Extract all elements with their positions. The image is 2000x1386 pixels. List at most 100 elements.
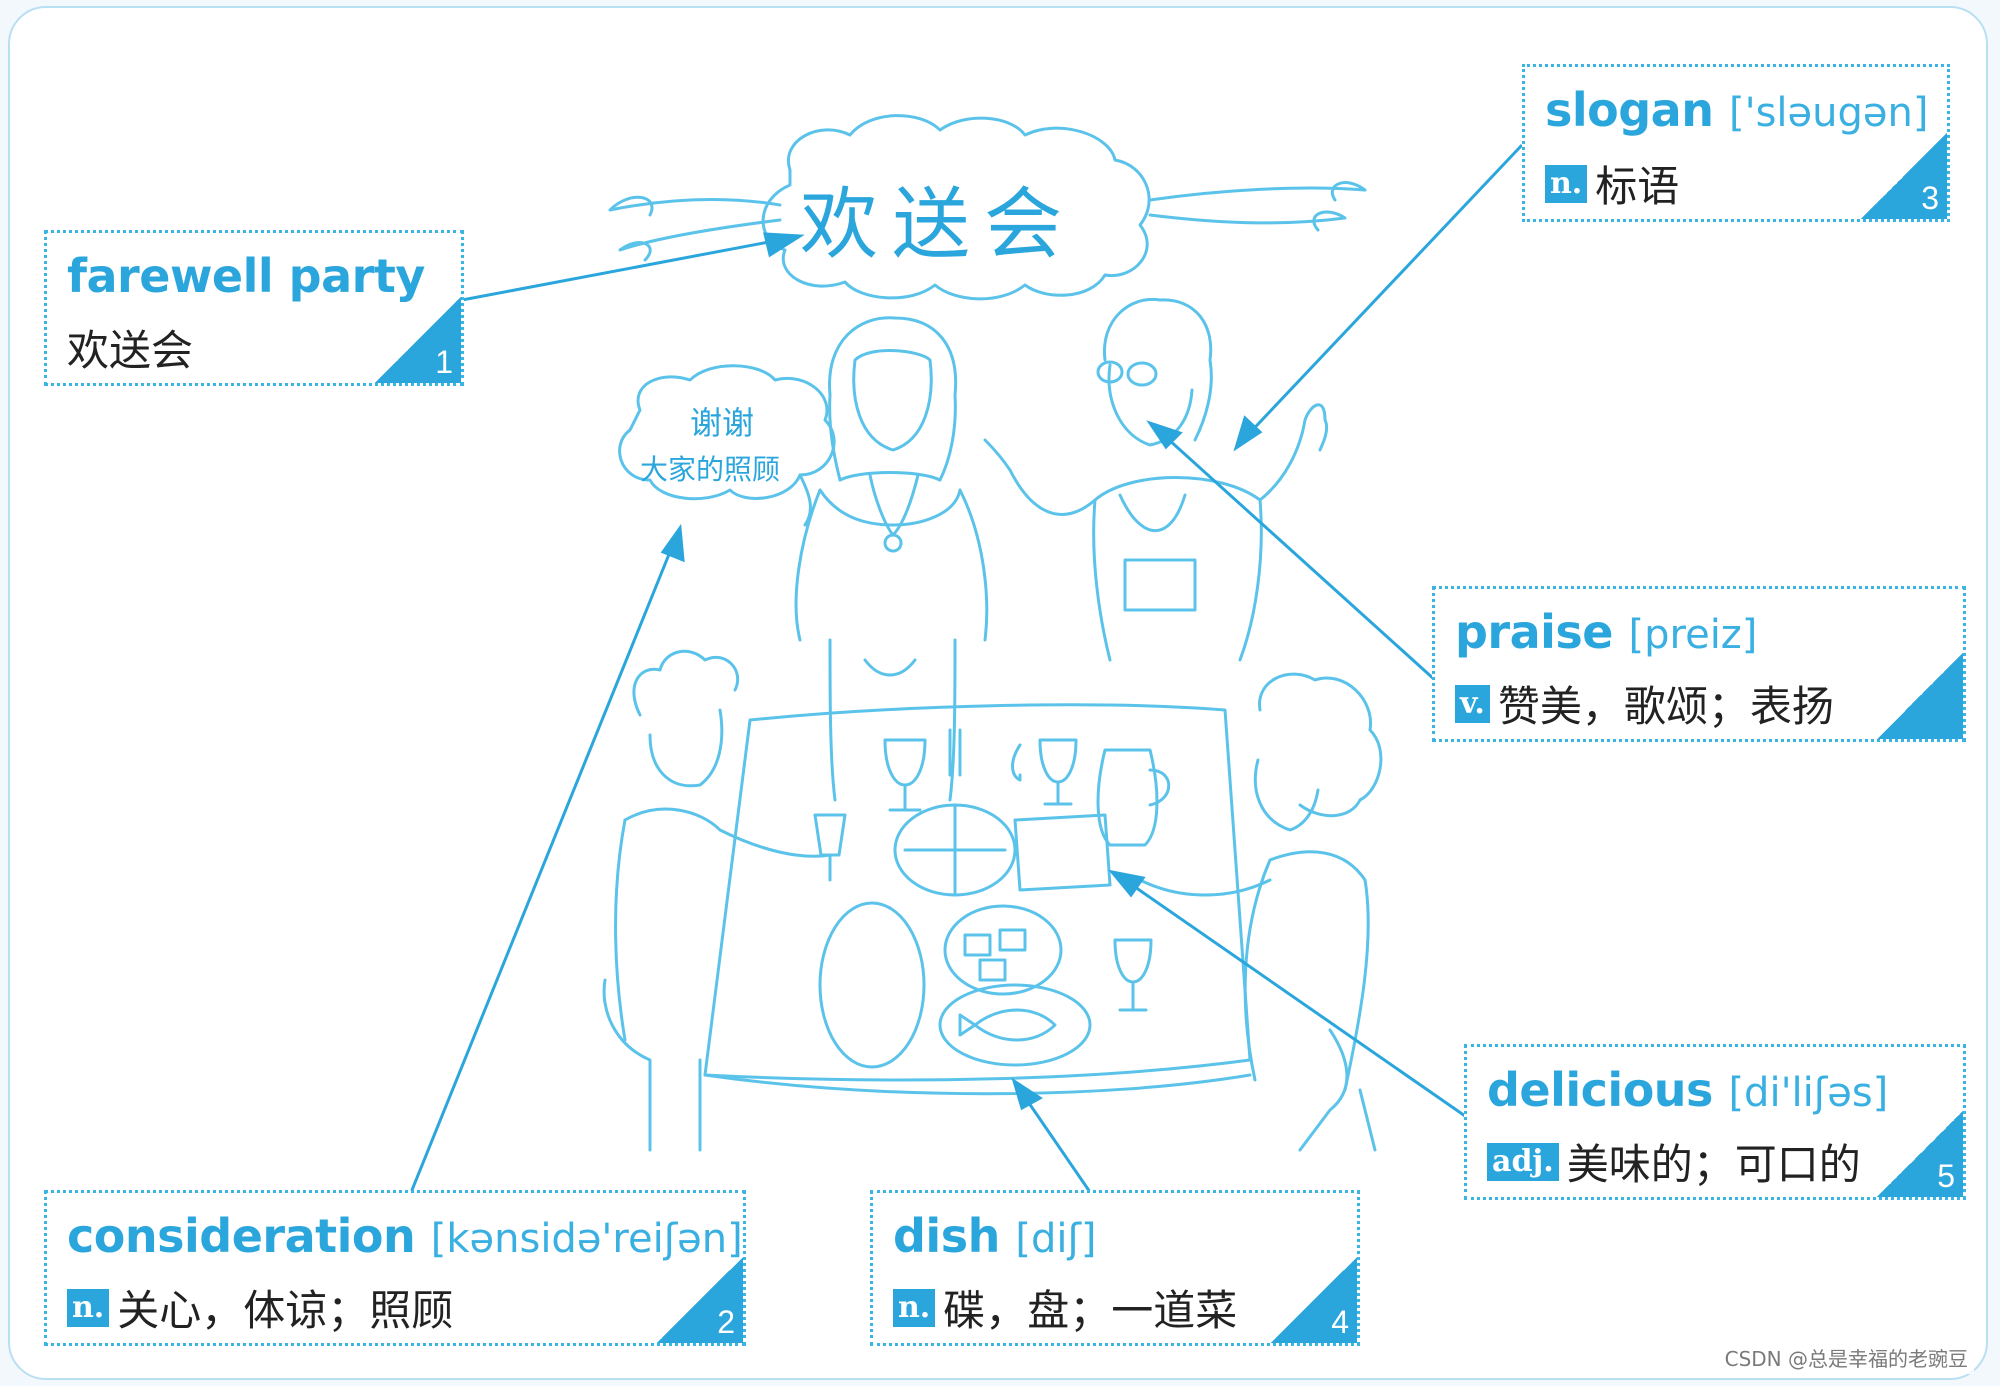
card-number-5: 5 — [1937, 1158, 1955, 1194]
left-man-hair — [632, 649, 740, 717]
dish-word-text: dish — [893, 1209, 1000, 1263]
banner-swirl-left — [608, 195, 782, 262]
card-farewell-party: farewell party 欢送会 1 — [44, 230, 464, 386]
pointer-slogan — [1241, 143, 1524, 442]
card-consideration: consideration [kənsidə'reiʃən] n. 关心，体谅；… — [44, 1190, 746, 1346]
definition-consideration: n. 关心，体谅；照顾 — [67, 1277, 453, 1338]
pointer-dish-arrow — [1011, 1077, 1043, 1111]
card-number-1: 1 — [435, 344, 453, 380]
pointer-praise-arrow — [1146, 420, 1183, 450]
corner-triangle — [1877, 653, 1963, 739]
pos-badge-slogan: n. — [1545, 164, 1588, 203]
pointer-delicious — [1121, 876, 1469, 1120]
spoon-fork — [948, 728, 1022, 782]
glasses-man-arm-left — [983, 438, 1097, 516]
pointer-praise — [1156, 428, 1437, 682]
meaning-farewell-party: 欢送会 — [67, 326, 194, 375]
phonetic-praise: [preiz] — [1628, 612, 1758, 658]
plate-pizza — [893, 803, 1017, 897]
meaning-praise: 赞美，歌颂；表扬 — [1497, 682, 1834, 731]
woman-hair — [828, 316, 958, 482]
meaning-dish: 碟，盘；一道菜 — [943, 1286, 1238, 1335]
left-man-glass — [813, 813, 847, 882]
left-man-face — [648, 708, 724, 788]
praise-word-text: praise — [1455, 605, 1614, 659]
card-slogan: slogan ['sləugən] n. 标语 3 — [1522, 64, 1950, 222]
card-delicious: delicious [di'liʃəs] adj. 美味的；可口的 5 — [1464, 1044, 1966, 1200]
meaning-consideration: 关心，体谅；照顾 — [117, 1286, 454, 1335]
plate-square — [1013, 813, 1112, 892]
plate-cubes — [943, 904, 1063, 996]
phonetic-slogan: ['sləugən] — [1728, 90, 1929, 136]
word-delicious: delicious [di'liʃəs] — [1487, 1063, 1888, 1117]
meaning-delicious: 美味的；可口的 — [1566, 1140, 1861, 1189]
banner-swirl-right — [1148, 181, 1367, 232]
glasses-man-arm-right — [1258, 403, 1329, 502]
word-slogan: slogan ['sləugən] — [1545, 83, 1928, 137]
definition-farewell-party: 欢送会 — [67, 317, 193, 378]
pointer-consideration-arrow — [660, 523, 685, 563]
watermark: CSDN @总是幸福的老豌豆 — [1718, 1341, 1974, 1374]
plate-fruit — [818, 901, 926, 1069]
right-woman-body — [1138, 850, 1370, 1092]
card-number-2: 2 — [717, 1304, 735, 1340]
phonetic-dish: [diʃ] — [1015, 1216, 1097, 1262]
corner-triangle — [375, 297, 461, 383]
glasses-man-hair — [1102, 297, 1213, 442]
pointer-dish — [1018, 1089, 1094, 1196]
woman-necklace — [868, 473, 920, 553]
pos-badge-praise: v. — [1455, 684, 1490, 723]
wine-glass-3 — [1113, 938, 1153, 1012]
banner-text: 欢送会 — [800, 180, 1077, 270]
speech-bubble-tail — [798, 473, 812, 527]
pointer-consideration — [408, 536, 678, 1196]
pointer-slogan-arrow — [1233, 415, 1263, 452]
pitcher — [1096, 748, 1171, 847]
glasses — [1096, 360, 1158, 387]
card-number-4: 4 — [1331, 1304, 1349, 1340]
speech-bubble-line2: 大家的照顾 — [640, 453, 781, 486]
definition-slogan: n. 标语 — [1545, 153, 1679, 214]
woman-face — [852, 349, 933, 452]
speech-bubble — [618, 364, 836, 501]
corner-triangle — [1877, 1111, 1963, 1197]
corner-triangle — [1271, 1257, 1357, 1343]
phonetic-delicious: [di'liʃəs] — [1728, 1070, 1889, 1116]
word-dish: dish [diʃ] — [893, 1209, 1097, 1263]
pointer-delicious-arrow — [1108, 869, 1146, 898]
pos-badge-dish: n. — [893, 1288, 936, 1327]
wine-glass-2 — [1038, 738, 1078, 806]
word-farewell-party: farewell party — [67, 249, 425, 303]
left-chair — [602, 978, 702, 1152]
table-edge — [703, 1073, 1252, 1096]
pointer-farewell-party-arrow — [763, 232, 805, 258]
phonetic-consideration: [kənsidə'reiʃən] — [430, 1216, 743, 1262]
glasses-man-body — [1092, 476, 1263, 662]
consideration-word-text: consideration — [67, 1209, 416, 1263]
slogan-word-text: slogan — [1545, 83, 1714, 137]
word-praise: praise [preiz] — [1455, 605, 1757, 659]
right-chair — [1298, 1028, 1377, 1152]
banner-cloud — [761, 114, 1151, 301]
word-consideration: consideration [kənsidə'reiʃən] — [67, 1209, 743, 1263]
delicious-word-text: delicious — [1487, 1063, 1713, 1117]
pos-badge-consideration: n. — [67, 1288, 110, 1327]
right-woman-hair — [1258, 672, 1383, 818]
meaning-slogan: 标语 — [1595, 162, 1680, 211]
pointer-farewell-party — [461, 236, 791, 302]
card-praise: praise [preiz] v. 赞美，歌颂；表扬 — [1432, 586, 1966, 742]
definition-praise: v. 赞美，歌颂；表扬 — [1455, 673, 1834, 734]
right-woman-face — [1253, 758, 1320, 832]
wine-glass-1 — [883, 738, 927, 812]
table — [703, 703, 1252, 1082]
card-dish: dish [diʃ] n. 碟，盘；一道菜 4 — [870, 1190, 1360, 1346]
speech-bubble-line1: 谢谢 — [690, 404, 755, 442]
corner-triangle — [1861, 133, 1947, 219]
woman-body — [794, 471, 989, 802]
card-number-3: 3 — [1921, 180, 1939, 216]
pos-badge-delicious: adj. — [1487, 1142, 1559, 1181]
plate-fish — [938, 983, 1092, 1067]
corner-triangle — [657, 1257, 743, 1343]
glasses-man-face — [1107, 363, 1194, 447]
